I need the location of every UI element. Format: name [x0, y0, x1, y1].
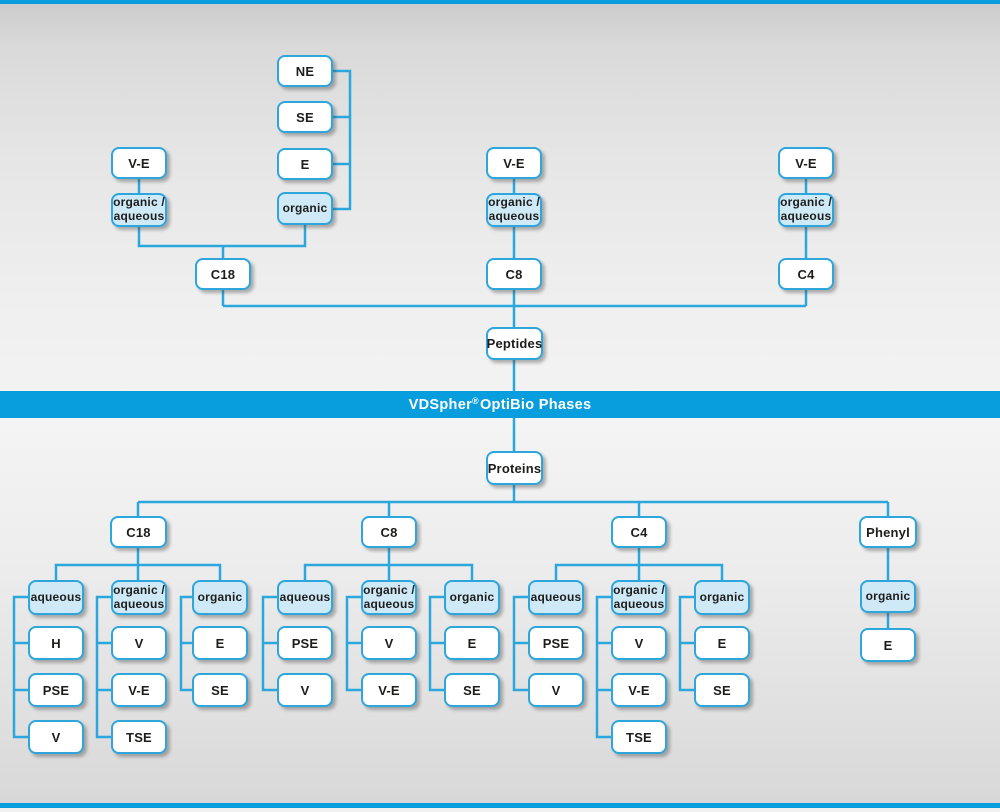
node-mode-organic-aqueous-left: organic / aqueous — [111, 193, 167, 227]
node-c8-aqueous-pse: PSE — [277, 626, 333, 660]
node-c8-orgaq-ve: V-E — [361, 673, 417, 707]
node-c8-organic-e: E — [444, 626, 500, 660]
node-proteins-root: Proteins — [486, 451, 543, 485]
node-mode-organic-aqueous-right: organic / aqueous — [778, 193, 834, 227]
node-c4-organic-e: E — [694, 626, 750, 660]
node-c4-mode-aqueous: aqueous — [528, 580, 584, 615]
node-phenyl-organic-e: E — [860, 628, 916, 662]
node-column-c8-proteins: C8 — [361, 516, 417, 548]
node-column-c4-peptides: C4 — [778, 258, 834, 290]
banner-brand: VDSpher — [408, 396, 473, 413]
node-ending-se: SE — [277, 101, 333, 133]
node-column-c18-peptides: C18 — [195, 258, 251, 290]
node-ending-ne: NE — [277, 55, 333, 87]
node-c4-organic-se: SE — [694, 673, 750, 707]
bottom-accent-bar — [0, 803, 1000, 808]
node-c18-aqueous-pse: PSE — [28, 673, 84, 707]
node-c18-aqueous-v: V — [28, 720, 84, 754]
node-ending-e: E — [277, 148, 333, 180]
node-column-c4-proteins: C4 — [611, 516, 667, 548]
node-c18-mode-aqueous: aqueous — [28, 580, 84, 615]
node-c18-orgaq-ve: V-E — [111, 673, 167, 707]
node-c8-organic-se: SE — [444, 673, 500, 707]
node-column-c8-peptides: C8 — [486, 258, 542, 290]
node-c18-organic-se: SE — [192, 673, 248, 707]
node-c4-orgaq-ve: V-E — [611, 673, 667, 707]
node-c4-aqueous-v: V — [528, 673, 584, 707]
node-c8-mode-organic-aqueous: organic / aqueous — [361, 580, 417, 615]
node-c4-orgaq-v: V — [611, 626, 667, 660]
node-c18-aqueous-h: H — [28, 626, 84, 660]
node-c4-aqueous-pse: PSE — [528, 626, 584, 660]
node-mode-organic-aqueous-center: organic / aqueous — [486, 193, 542, 227]
node-c8-mode-organic: organic — [444, 580, 500, 615]
bottom-margin — [0, 808, 1000, 812]
node-peptides-root: Peptides — [486, 327, 543, 360]
node-column-phenyl-proteins: Phenyl — [859, 516, 917, 548]
node-c18-mode-organic: organic — [192, 580, 248, 615]
node-ending-ve-left: V-E — [111, 147, 167, 179]
node-c18-orgaq-v: V — [111, 626, 167, 660]
top-accent-bar — [0, 0, 1000, 4]
banner-rest: OptiBio Phases — [479, 396, 592, 413]
node-c4-mode-organic: organic — [694, 580, 750, 615]
node-phenyl-mode-organic: organic — [860, 580, 916, 613]
node-c18-orgaq-tse: TSE — [111, 720, 167, 754]
title-banner: VDSpher® OptiBio Phases — [0, 391, 1000, 418]
node-c18-organic-e: E — [192, 626, 248, 660]
node-column-c18-proteins: C18 — [110, 516, 167, 548]
node-c8-aqueous-v: V — [277, 673, 333, 707]
node-c4-orgaq-tse: TSE — [611, 720, 667, 754]
node-c4-mode-organic-aqueous: organic / aqueous — [611, 580, 667, 615]
node-c8-mode-aqueous: aqueous — [277, 580, 333, 615]
node-ending-ve-right: V-E — [778, 147, 834, 179]
node-mode-organic-peptides: organic — [277, 192, 333, 225]
node-c8-orgaq-v: V — [361, 626, 417, 660]
node-ending-ve-center: V-E — [486, 147, 542, 179]
node-c18-mode-organic-aqueous: organic / aqueous — [111, 580, 167, 615]
